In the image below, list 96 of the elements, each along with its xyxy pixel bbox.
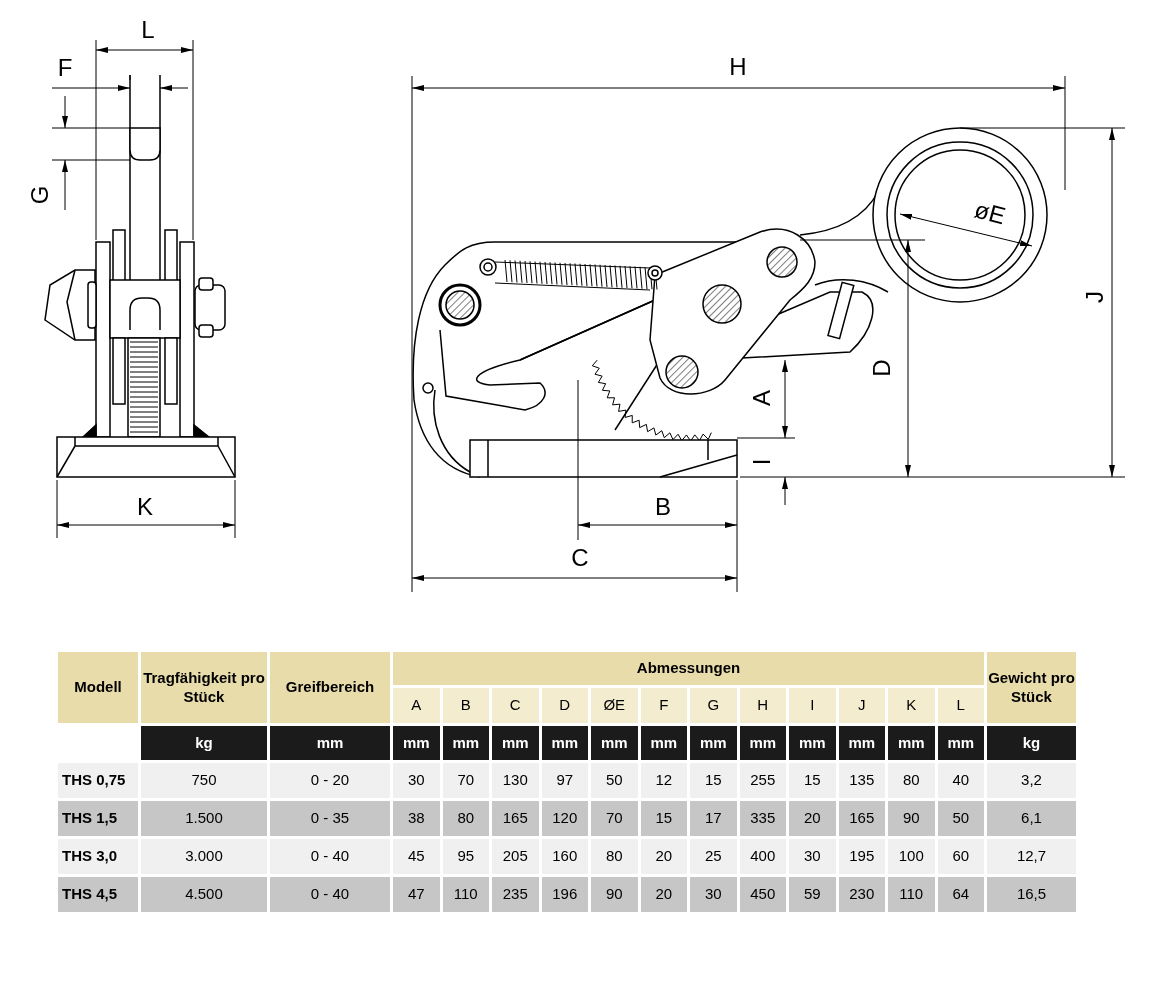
table-cell: 165: [492, 801, 539, 836]
table-cell: 230: [838, 877, 885, 912]
table-cell: 450: [739, 877, 786, 912]
table-cell: 20: [789, 801, 836, 836]
column-header: C: [492, 688, 539, 723]
table-cell: 3,2: [987, 763, 1076, 798]
table-cell: 205: [492, 839, 539, 874]
table-cell: 12: [640, 763, 687, 798]
unit-cell: mm: [442, 726, 489, 760]
table-cell: 90: [888, 801, 935, 836]
unit-cell: mm: [838, 726, 885, 760]
column-header: L: [937, 688, 984, 723]
table-cell: 0 - 40: [270, 839, 390, 874]
table-cell: 64: [937, 877, 984, 912]
table-cell: 60: [937, 839, 984, 874]
column-header: Greifbereich: [270, 652, 390, 723]
table-cell: 80: [442, 801, 489, 836]
column-header: K: [888, 688, 935, 723]
table-cell: 130: [492, 763, 539, 798]
table-cell: 70: [591, 801, 638, 836]
unit-cell: mm: [393, 726, 440, 760]
column-header: Gewicht pro Stück: [987, 652, 1076, 723]
table-cell: 3.000: [141, 839, 267, 874]
table-cell: 0 - 20: [270, 763, 390, 798]
table-cell: 47: [393, 877, 440, 912]
table-cell: 0 - 35: [270, 801, 390, 836]
table-cell: 15: [690, 763, 737, 798]
unit-cell: kg: [987, 726, 1076, 760]
column-header: ØE: [591, 688, 638, 723]
table-cell: 50: [937, 801, 984, 836]
column-header: Modell: [58, 652, 138, 723]
table-cell: 15: [789, 763, 836, 798]
table-cell: 0 - 40: [270, 877, 390, 912]
table-cell: 400: [739, 839, 786, 874]
unit-cell: mm: [492, 726, 539, 760]
table-cell: 135: [838, 763, 885, 798]
table-cell: 110: [888, 877, 935, 912]
column-header: H: [739, 688, 786, 723]
table-cell: 110: [442, 877, 489, 912]
table-cell: 196: [541, 877, 588, 912]
table-cell: 16,5: [987, 877, 1076, 912]
table-cell: 15: [640, 801, 687, 836]
model-cell: THS 1,5: [58, 801, 138, 836]
table-cell: 80: [888, 763, 935, 798]
table-cell: 100: [888, 839, 935, 874]
table-cell: 30: [690, 877, 737, 912]
unit-cell: mm: [789, 726, 836, 760]
unit-cell: kg: [141, 726, 267, 760]
table-cell: 25: [690, 839, 737, 874]
table-cell: 40: [937, 763, 984, 798]
table-cell: 195: [838, 839, 885, 874]
table-cell: 20: [640, 839, 687, 874]
column-header: D: [541, 688, 588, 723]
table-cell: 95: [442, 839, 489, 874]
column-header: J: [838, 688, 885, 723]
table-cell: 97: [541, 763, 588, 798]
unit-cell: mm: [888, 726, 935, 760]
table-cell: 20: [640, 877, 687, 912]
unit-cell: mm: [270, 726, 390, 760]
table-cell: 38: [393, 801, 440, 836]
unit-cell: mm: [690, 726, 737, 760]
unit-cell: mm: [591, 726, 638, 760]
table-cell: 50: [591, 763, 638, 798]
column-header: Tragfähigkeit pro Stück: [141, 652, 267, 723]
table-cell: 30: [789, 839, 836, 874]
unit-cell: mm: [937, 726, 984, 760]
table-cell: 6,1: [987, 801, 1076, 836]
table-cell: 90: [591, 877, 638, 912]
table-cell: 120: [541, 801, 588, 836]
table-cell: 70: [442, 763, 489, 798]
table-cell: 17: [690, 801, 737, 836]
unit-cell: mm: [739, 726, 786, 760]
column-header: F: [640, 688, 687, 723]
table-cell: 59: [789, 877, 836, 912]
table-cell: 12,7: [987, 839, 1076, 874]
table-cell: 255: [739, 763, 786, 798]
column-header: A: [393, 688, 440, 723]
column-header: B: [442, 688, 489, 723]
table-cell: 80: [591, 839, 638, 874]
table-cell: 235: [492, 877, 539, 912]
model-cell: THS 0,75: [58, 763, 138, 798]
unit-cell: mm: [541, 726, 588, 760]
unit-cell: mm: [640, 726, 687, 760]
table-cell: 1.500: [141, 801, 267, 836]
model-cell: THS 3,0: [58, 839, 138, 874]
model-cell: THS 4,5: [58, 877, 138, 912]
column-header: I: [789, 688, 836, 723]
column-header: Abmessungen: [393, 652, 984, 685]
table-cell: 30: [393, 763, 440, 798]
table-cell: 165: [838, 801, 885, 836]
table-cell: 4.500: [141, 877, 267, 912]
column-header: G: [690, 688, 737, 723]
table-cell: 750: [141, 763, 267, 798]
table-cell: 335: [739, 801, 786, 836]
table-cell: 45: [393, 839, 440, 874]
table-cell: 160: [541, 839, 588, 874]
